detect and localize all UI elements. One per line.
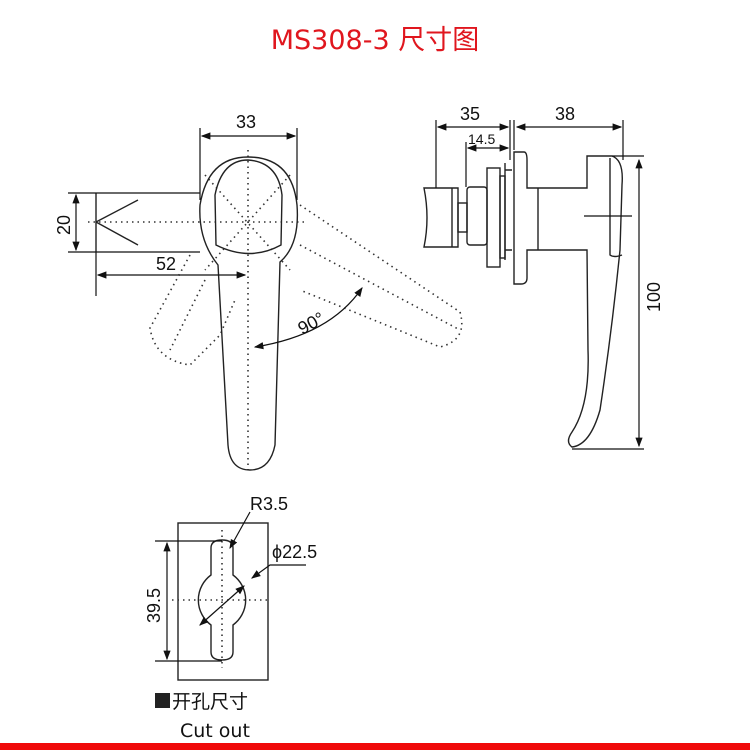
front-view: 33 20 52 90° xyxy=(54,112,463,472)
legend-square-icon xyxy=(155,693,170,708)
page-title: MS308-3 尺寸图 xyxy=(270,25,480,56)
rotated-handle-ghost xyxy=(149,204,463,366)
cylinder-knob xyxy=(423,187,459,248)
cutout-view: 39.5 R3.5 ϕ22.5 开孔尺寸 Cut out xyxy=(144,494,317,742)
bottom-red-bar xyxy=(0,743,750,750)
dim-90-degrees: 90° xyxy=(294,308,327,338)
dim-33: 33 xyxy=(236,112,256,132)
side-view: 35 14.5 38 100 xyxy=(423,104,664,450)
dim-35: 35 xyxy=(460,104,480,124)
dim-14-5: 14.5 xyxy=(468,131,495,147)
dim-38: 38 xyxy=(555,104,575,124)
legend-cn: 开孔尺寸 xyxy=(172,691,248,713)
dim-20: 20 xyxy=(54,215,74,235)
label-r3-5: R3.5 xyxy=(250,494,288,514)
dim-39-5: 39.5 xyxy=(144,588,164,623)
dim-100: 100 xyxy=(644,282,664,312)
center-lines xyxy=(88,150,305,472)
dim-52: 52 xyxy=(156,254,176,274)
handle-recess xyxy=(214,159,283,255)
legend-en: Cut out xyxy=(180,720,250,742)
label-diameter-22-5: ϕ22.5 xyxy=(272,542,317,562)
handle-outline xyxy=(199,156,299,471)
